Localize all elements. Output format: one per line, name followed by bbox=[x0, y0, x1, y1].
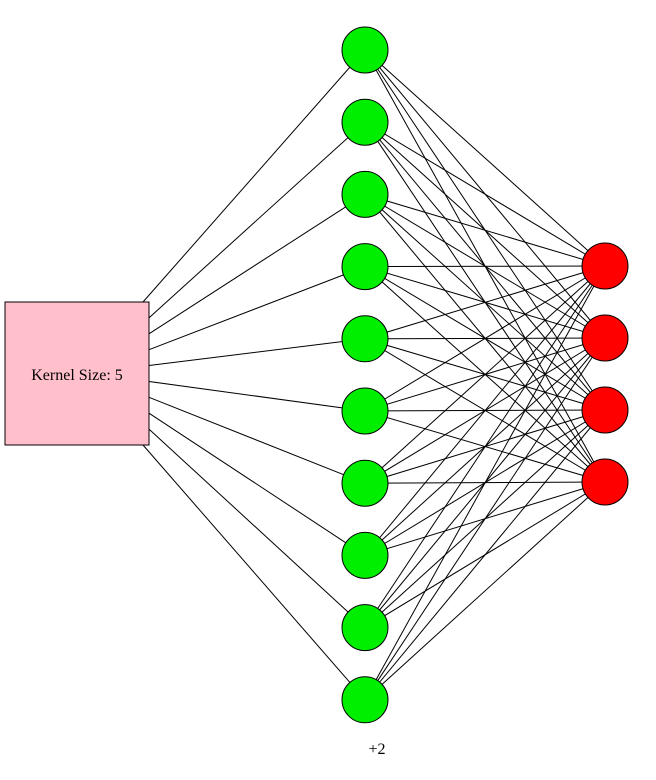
hidden-node bbox=[341, 531, 389, 579]
hidden-node bbox=[341, 170, 389, 218]
output-layer-group bbox=[581, 242, 629, 506]
edge-hidden-to-output bbox=[364, 481, 606, 701]
hidden-node bbox=[341, 243, 389, 291]
edge-hidden-to-output bbox=[364, 265, 606, 268]
edge-hidden-to-output bbox=[364, 265, 606, 556]
edge-hidden-to-output bbox=[364, 49, 606, 267]
hidden-layer-group bbox=[341, 26, 389, 724]
hidden-node bbox=[341, 604, 389, 652]
edge-kernel-to-hidden bbox=[148, 266, 366, 351]
edge-kernel-to-hidden bbox=[148, 193, 366, 335]
output-node bbox=[581, 314, 629, 362]
edge-hidden-to-output bbox=[364, 265, 606, 701]
edge-kernel-to-hidden bbox=[142, 444, 366, 701]
edge-kernel-to-hidden bbox=[148, 338, 366, 367]
edge-hidden-to-output bbox=[364, 265, 606, 340]
hidden-node bbox=[341, 676, 389, 724]
edge-kernel-to-hidden bbox=[148, 121, 366, 319]
hidden-node bbox=[341, 98, 389, 146]
edge-kernel-to-hidden bbox=[148, 396, 366, 484]
hidden-node bbox=[341, 459, 389, 507]
edge-hidden-to-output bbox=[364, 265, 606, 412]
edges-group bbox=[142, 49, 606, 701]
edge-kernel-to-hidden bbox=[148, 380, 366, 412]
edge-hidden-to-output bbox=[364, 409, 606, 701]
kernel-box bbox=[4, 301, 150, 446]
edge-kernel-to-hidden bbox=[142, 49, 366, 303]
more-nodes-label: +2 bbox=[368, 741, 385, 758]
edge-kernel-to-hidden bbox=[148, 412, 366, 556]
hidden-node bbox=[341, 315, 389, 363]
edge-kernel-to-hidden bbox=[148, 428, 366, 628]
edge-hidden-to-output bbox=[364, 193, 606, 267]
output-node bbox=[581, 386, 629, 434]
edge-hidden-to-output bbox=[364, 265, 606, 484]
edge-hidden-to-output bbox=[364, 337, 606, 701]
kernel-size-label: Kernel Size: 5 bbox=[31, 367, 123, 384]
edge-hidden-to-output bbox=[364, 265, 606, 628]
output-node bbox=[581, 242, 629, 290]
hidden-node bbox=[341, 387, 389, 435]
output-node bbox=[581, 458, 629, 506]
edge-hidden-to-output bbox=[364, 121, 606, 267]
hidden-node bbox=[341, 26, 389, 74]
